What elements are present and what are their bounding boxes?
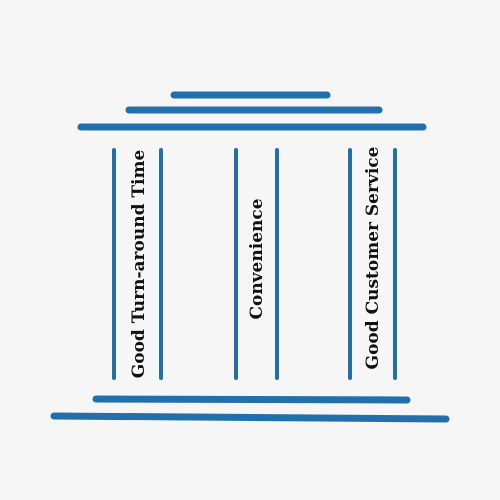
pillar-3: Good Customer Service [348, 146, 397, 380]
roof [77, 91, 427, 131]
pillar-3-label: Good Customer Service [363, 146, 383, 369]
base [50, 395, 450, 423]
pillar-1: Good Turn-around Time [112, 148, 163, 380]
pillar-1-label: Good Turn-around Time [129, 150, 149, 379]
base-top-line [92, 395, 411, 404]
pillar-2: Convenience [234, 148, 279, 380]
pillar-2-label: Convenience [247, 198, 267, 319]
base-bottom-line [50, 412, 450, 423]
